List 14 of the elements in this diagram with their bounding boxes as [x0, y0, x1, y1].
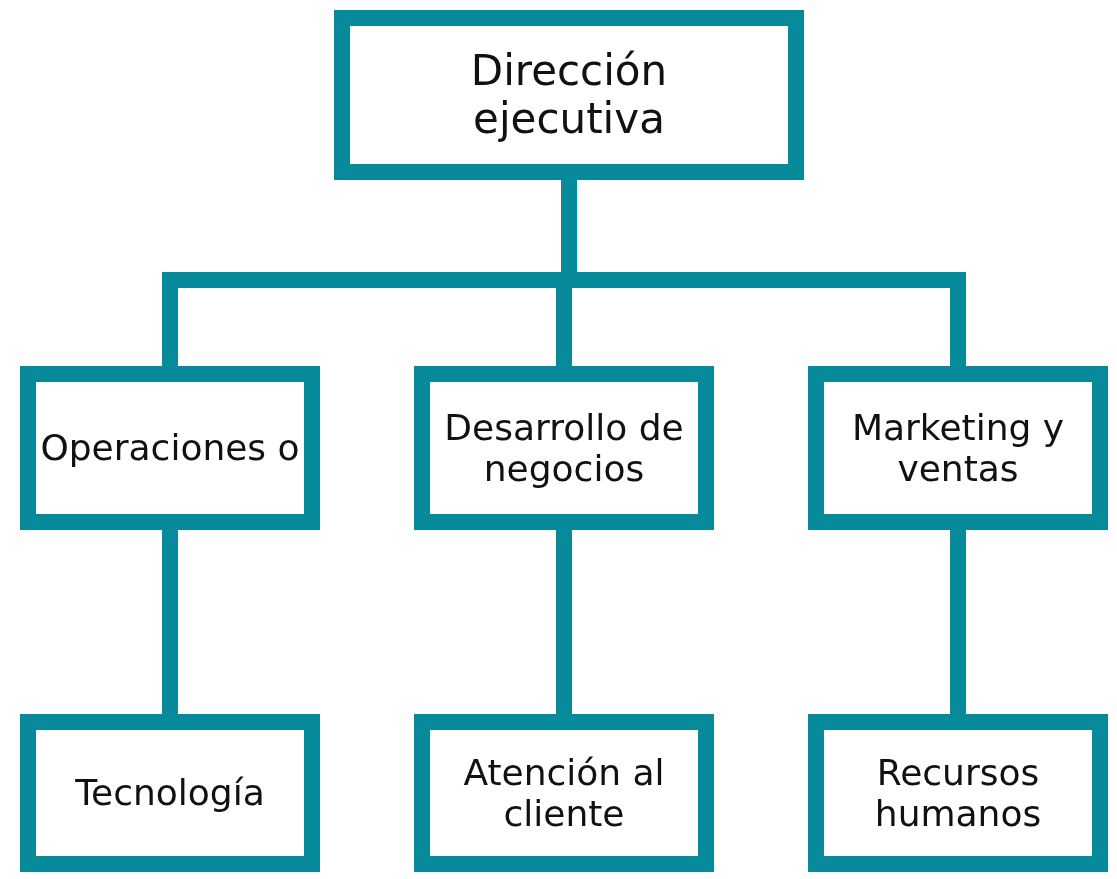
org-box	[20, 714, 320, 872]
node-label: Atención al cliente	[462, 751, 666, 835]
org-box	[808, 714, 1108, 872]
node-label: Desarrollo de negocios	[443, 406, 685, 490]
org-box	[414, 366, 714, 530]
node-label: Marketing y ventas	[850, 406, 1066, 490]
org-box	[334, 10, 804, 180]
node-label: Recursos humanos	[873, 751, 1043, 835]
org-box	[808, 366, 1108, 530]
node-label: Tecnología	[75, 772, 265, 814]
node-label: Operaciones o	[40, 427, 300, 469]
org-box	[20, 366, 320, 530]
node-label: Dirección ejecutiva	[469, 46, 669, 144]
org-box	[414, 714, 714, 872]
